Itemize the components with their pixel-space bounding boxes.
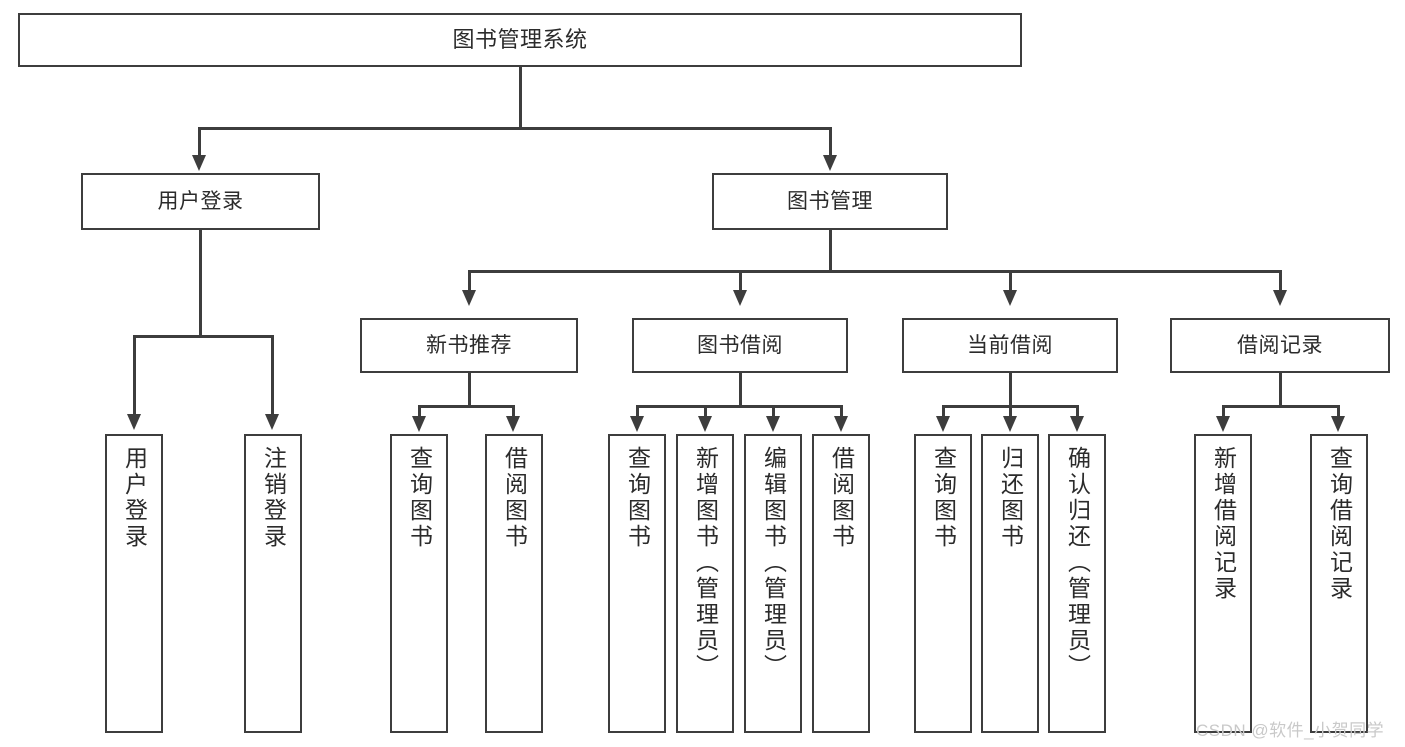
arrow-to-leaf-user-login xyxy=(127,414,141,430)
connector-user-login-stem xyxy=(199,230,202,337)
connector-book-manage-bus xyxy=(468,270,1281,273)
node-leaf-borrow-book-2-label: 借阅图书 xyxy=(828,446,855,550)
node-leaf-borrow-book-1[interactable]: 借阅图书 xyxy=(485,434,543,733)
connector-new-book-stem xyxy=(468,373,471,407)
arrow-to-leaf-add-book xyxy=(698,416,712,432)
node-root-label: 图书管理系统 xyxy=(452,26,588,52)
node-leaf-logout[interactable]: 注销登录 xyxy=(244,434,302,733)
node-user-login-label: 用户登录 xyxy=(157,189,244,213)
arrow-to-new-book-recommend xyxy=(462,290,476,306)
arrow-to-leaf-query-book-1 xyxy=(412,416,426,432)
arrow-to-leaf-borrow-book-2 xyxy=(834,416,848,432)
node-borrow-record[interactable]: 借阅记录 xyxy=(1170,318,1390,373)
node-user-login[interactable]: 用户登录 xyxy=(81,173,320,230)
connector-root-drop-left xyxy=(198,127,201,157)
connector-current-borrow-drop-3 xyxy=(1076,405,1079,418)
arrow-to-leaf-query-book-3 xyxy=(936,416,950,432)
node-leaf-query-book-1[interactable]: 查询图书 xyxy=(390,434,448,733)
connector-user-login-drop-1 xyxy=(133,335,136,416)
node-current-borrow[interactable]: 当前借阅 xyxy=(902,318,1118,373)
connector-borrow-record-stem xyxy=(1279,373,1282,407)
node-leaf-edit-book[interactable]: 编辑图书（管理员） xyxy=(744,434,802,733)
node-leaf-query-book-3[interactable]: 查询图书 xyxy=(914,434,972,733)
node-leaf-confirm-return[interactable]: 确认归还（管理员） xyxy=(1048,434,1106,733)
arrow-to-book-manage xyxy=(823,155,837,171)
connector-book-borrow-drop-1 xyxy=(636,405,639,418)
node-leaf-borrow-book-1-label: 借阅图书 xyxy=(501,446,528,550)
connector-l3-drop-2 xyxy=(739,270,742,292)
connector-borrow-record-bus xyxy=(1222,405,1339,408)
arrow-to-leaf-edit-book xyxy=(766,416,780,432)
connector-book-manage-stem xyxy=(829,230,832,272)
node-leaf-add-book-label: 新增图书（管理员） xyxy=(692,446,719,680)
node-leaf-add-record-label: 新增借阅记录 xyxy=(1210,446,1237,602)
connector-l3-drop-3 xyxy=(1009,270,1012,292)
node-root[interactable]: 图书管理系统 xyxy=(18,13,1022,67)
arrow-to-book-borrow xyxy=(733,290,747,306)
connector-l3-drop-1 xyxy=(468,270,471,292)
node-new-book-recommend-label: 新书推荐 xyxy=(426,333,512,357)
node-book-borrow[interactable]: 图书借阅 xyxy=(632,318,848,373)
arrow-to-leaf-logout xyxy=(265,414,279,430)
node-leaf-return-book-label: 归还图书 xyxy=(997,446,1024,550)
node-leaf-confirm-return-label: 确认归还（管理员） xyxy=(1064,446,1091,680)
node-leaf-logout-label: 注销登录 xyxy=(260,446,287,550)
arrow-to-leaf-add-record xyxy=(1216,416,1230,432)
connector-root-stem xyxy=(519,67,522,129)
connector-book-borrow-drop-4 xyxy=(840,405,843,418)
arrow-to-borrow-record xyxy=(1273,290,1287,306)
connector-borrow-record-drop-2 xyxy=(1337,405,1340,418)
node-leaf-borrow-book-2[interactable]: 借阅图书 xyxy=(812,434,870,733)
node-leaf-add-record[interactable]: 新增借阅记录 xyxy=(1194,434,1252,733)
connector-current-borrow-stem xyxy=(1009,373,1012,407)
connector-user-login-bus xyxy=(133,335,273,338)
node-leaf-query-book-1-label: 查询图书 xyxy=(406,446,433,550)
connector-root-drop-right xyxy=(829,127,832,157)
connector-book-borrow-drop-2 xyxy=(704,405,707,418)
node-borrow-record-label: 借阅记录 xyxy=(1237,333,1323,357)
arrow-to-leaf-query-book-2 xyxy=(630,416,644,432)
node-leaf-query-record-label: 查询借阅记录 xyxy=(1326,446,1353,602)
connector-l3-drop-4 xyxy=(1279,270,1282,292)
node-leaf-add-book[interactable]: 新增图书（管理员） xyxy=(676,434,734,733)
node-leaf-user-login-label: 用户登录 xyxy=(121,446,148,550)
connector-new-book-bus xyxy=(418,405,514,408)
arrow-to-current-borrow xyxy=(1003,290,1017,306)
node-leaf-query-book-2[interactable]: 查询图书 xyxy=(608,434,666,733)
connector-root-bus xyxy=(198,127,832,130)
node-current-borrow-label: 当前借阅 xyxy=(967,333,1053,357)
arrow-to-user-login xyxy=(192,155,206,171)
node-leaf-query-book-3-label: 查询图书 xyxy=(930,446,957,550)
connector-new-book-drop-1 xyxy=(418,405,421,418)
node-leaf-query-record[interactable]: 查询借阅记录 xyxy=(1310,434,1368,733)
node-new-book-recommend[interactable]: 新书推荐 xyxy=(360,318,578,373)
arrow-to-leaf-return-book xyxy=(1003,416,1017,432)
connector-book-borrow-drop-3 xyxy=(772,405,775,418)
connector-current-borrow-drop-1 xyxy=(942,405,945,418)
node-leaf-query-book-2-label: 查询图书 xyxy=(624,446,651,550)
connector-current-borrow-drop-2 xyxy=(1009,405,1012,418)
connector-book-borrow-stem xyxy=(739,373,742,407)
arrow-to-leaf-query-record xyxy=(1331,416,1345,432)
connector-user-login-drop-2 xyxy=(271,335,274,416)
arrow-to-leaf-confirm-return xyxy=(1070,416,1084,432)
node-book-manage-label: 图书管理 xyxy=(787,189,873,213)
node-book-manage[interactable]: 图书管理 xyxy=(712,173,948,230)
connector-new-book-drop-2 xyxy=(512,405,515,418)
node-leaf-user-login[interactable]: 用户登录 xyxy=(105,434,163,733)
connector-borrow-record-drop-1 xyxy=(1222,405,1225,418)
arrow-to-leaf-borrow-book-1 xyxy=(506,416,520,432)
node-book-borrow-label: 图书借阅 xyxy=(697,333,783,357)
node-leaf-edit-book-label: 编辑图书（管理员） xyxy=(760,446,787,680)
node-leaf-return-book[interactable]: 归还图书 xyxy=(981,434,1039,733)
connector-book-borrow-bus xyxy=(636,405,842,408)
